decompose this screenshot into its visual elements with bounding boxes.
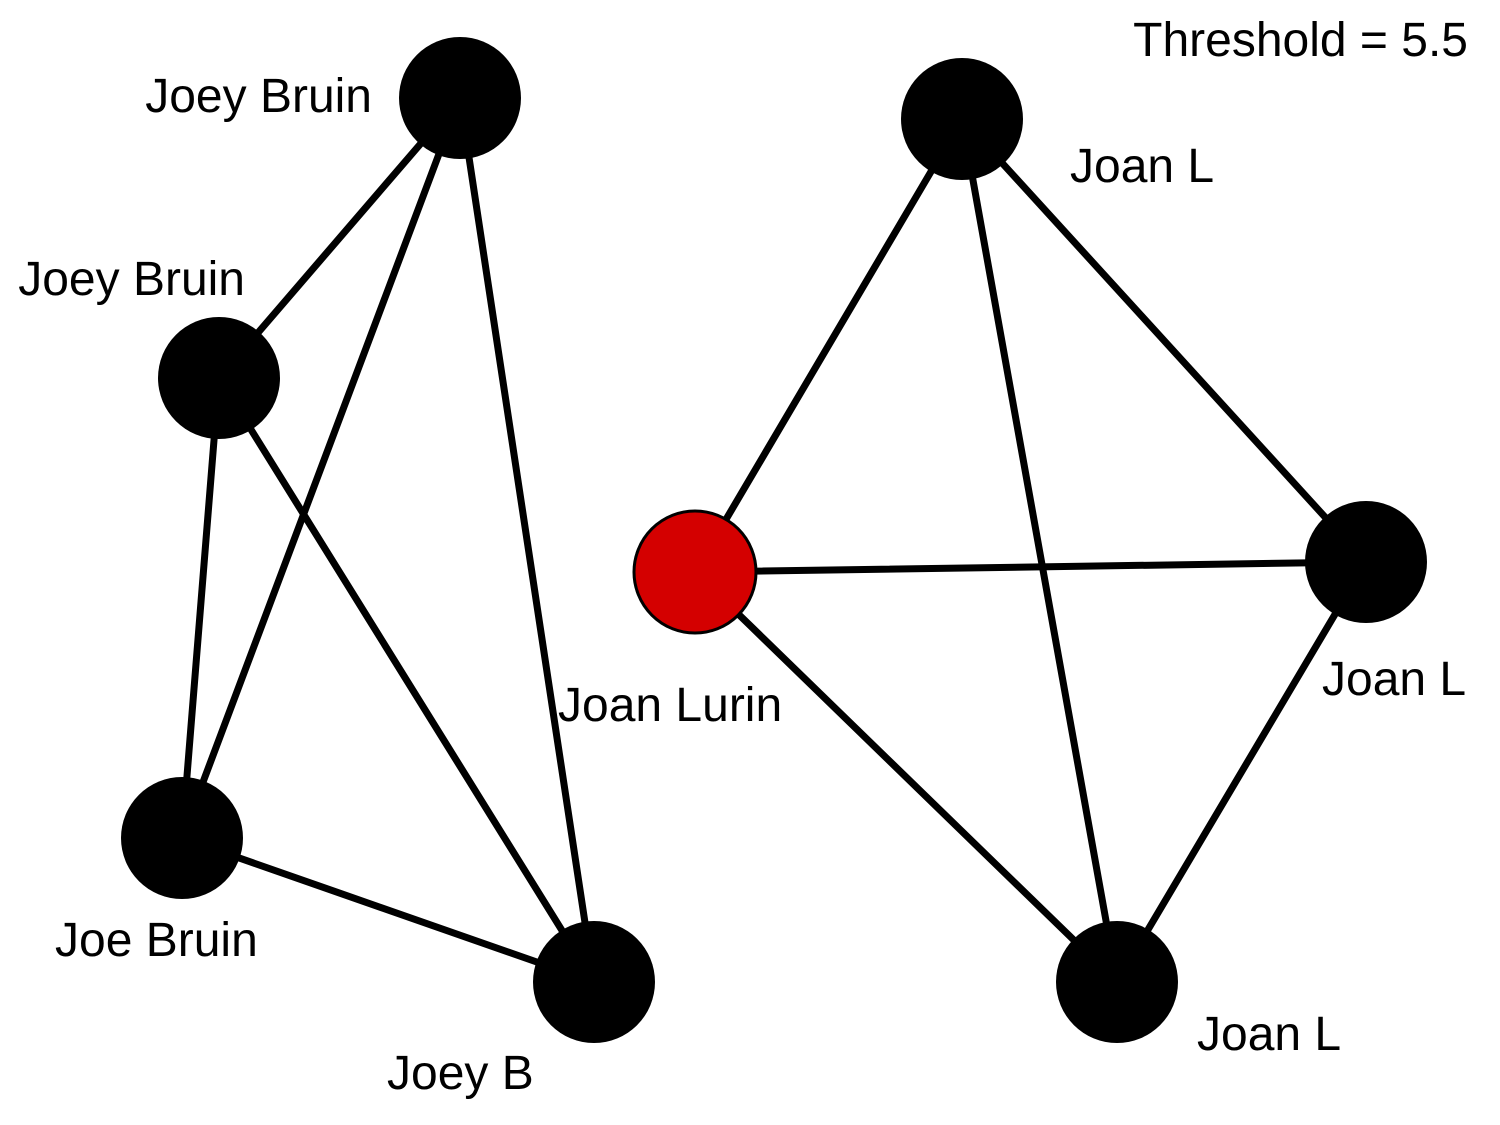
edge-l2-l4 <box>215 374 598 986</box>
node-label: Joe Bruin <box>55 914 258 967</box>
edge-r1-r2 <box>691 115 966 576</box>
node <box>399 37 521 159</box>
edge-r2-r4 <box>691 568 1121 986</box>
node <box>533 921 655 1043</box>
node-label: Joey Bruin <box>145 70 372 123</box>
node-label: Joan Lurin <box>558 679 782 732</box>
node-label: Joan L <box>1197 1008 1341 1061</box>
nodes-layer <box>121 37 1427 1043</box>
node-label: Joan L <box>1322 653 1466 706</box>
node-label: Joey Bruin <box>18 253 245 306</box>
node <box>901 58 1023 180</box>
edge-r3-r4 <box>1113 558 1370 986</box>
edge-l1-l2 <box>215 94 464 382</box>
edge-r2-r3 <box>691 558 1370 576</box>
node-label: Joey B <box>387 1047 534 1100</box>
node <box>1305 501 1427 623</box>
node-highlighted <box>632 509 758 635</box>
threshold-label: Threshold = 5.5 <box>1133 14 1468 67</box>
edge-r1-r4 <box>958 115 1121 986</box>
edge-l1-l3 <box>178 94 464 842</box>
edge-l3-l4 <box>178 834 598 986</box>
edge-l1-l4 <box>456 94 598 986</box>
edge-l2-l3 <box>178 374 223 842</box>
node <box>158 317 280 439</box>
node-label: Joan L <box>1070 140 1214 193</box>
edge-r1-r3 <box>958 115 1370 566</box>
node <box>1056 921 1178 1043</box>
edges-layer <box>178 94 1370 986</box>
node <box>121 777 243 899</box>
